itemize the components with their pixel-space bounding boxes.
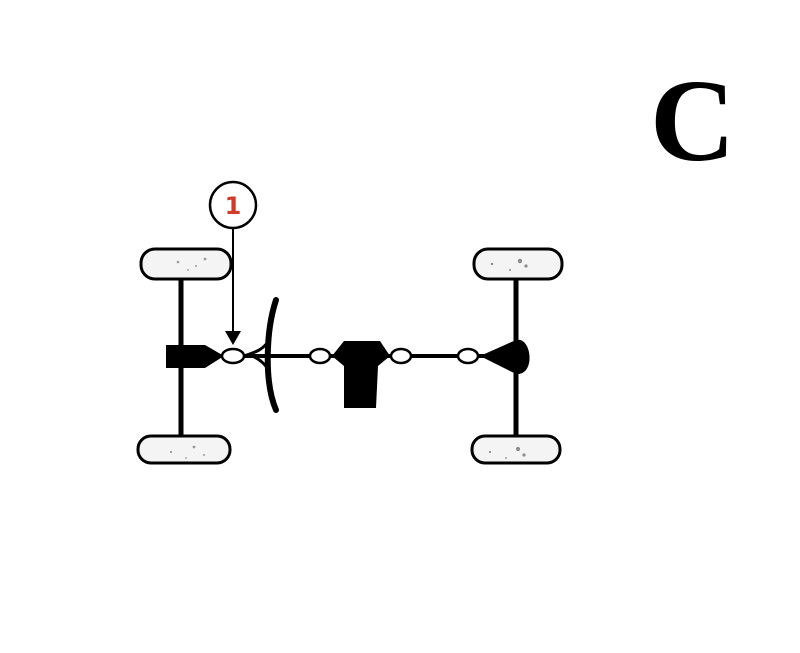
front-axle-assembly <box>136 247 233 465</box>
curved-bracket <box>264 297 279 413</box>
callout-circle <box>208 180 258 230</box>
rear-axle-assembly <box>470 247 564 465</box>
front-right-tire <box>136 434 232 465</box>
transfer-case <box>332 341 390 408</box>
front-differential <box>166 345 224 368</box>
tire-texture <box>488 258 528 459</box>
curved-bracket-links <box>243 341 272 373</box>
universal-joint-3 <box>389 347 413 365</box>
universal-joint-2 <box>308 347 332 365</box>
universal-joint-1 <box>220 347 246 365</box>
tire-texture <box>169 257 207 459</box>
callout-number: 1 <box>225 192 242 220</box>
universal-joint-4 <box>456 347 480 365</box>
rear-left-tire <box>472 247 564 281</box>
callout-arrowhead <box>225 331 241 345</box>
panel-label: C <box>650 55 736 186</box>
callout-marker: 1 <box>208 180 258 345</box>
front-left-tire <box>139 247 233 281</box>
rear-differential <box>480 339 530 375</box>
